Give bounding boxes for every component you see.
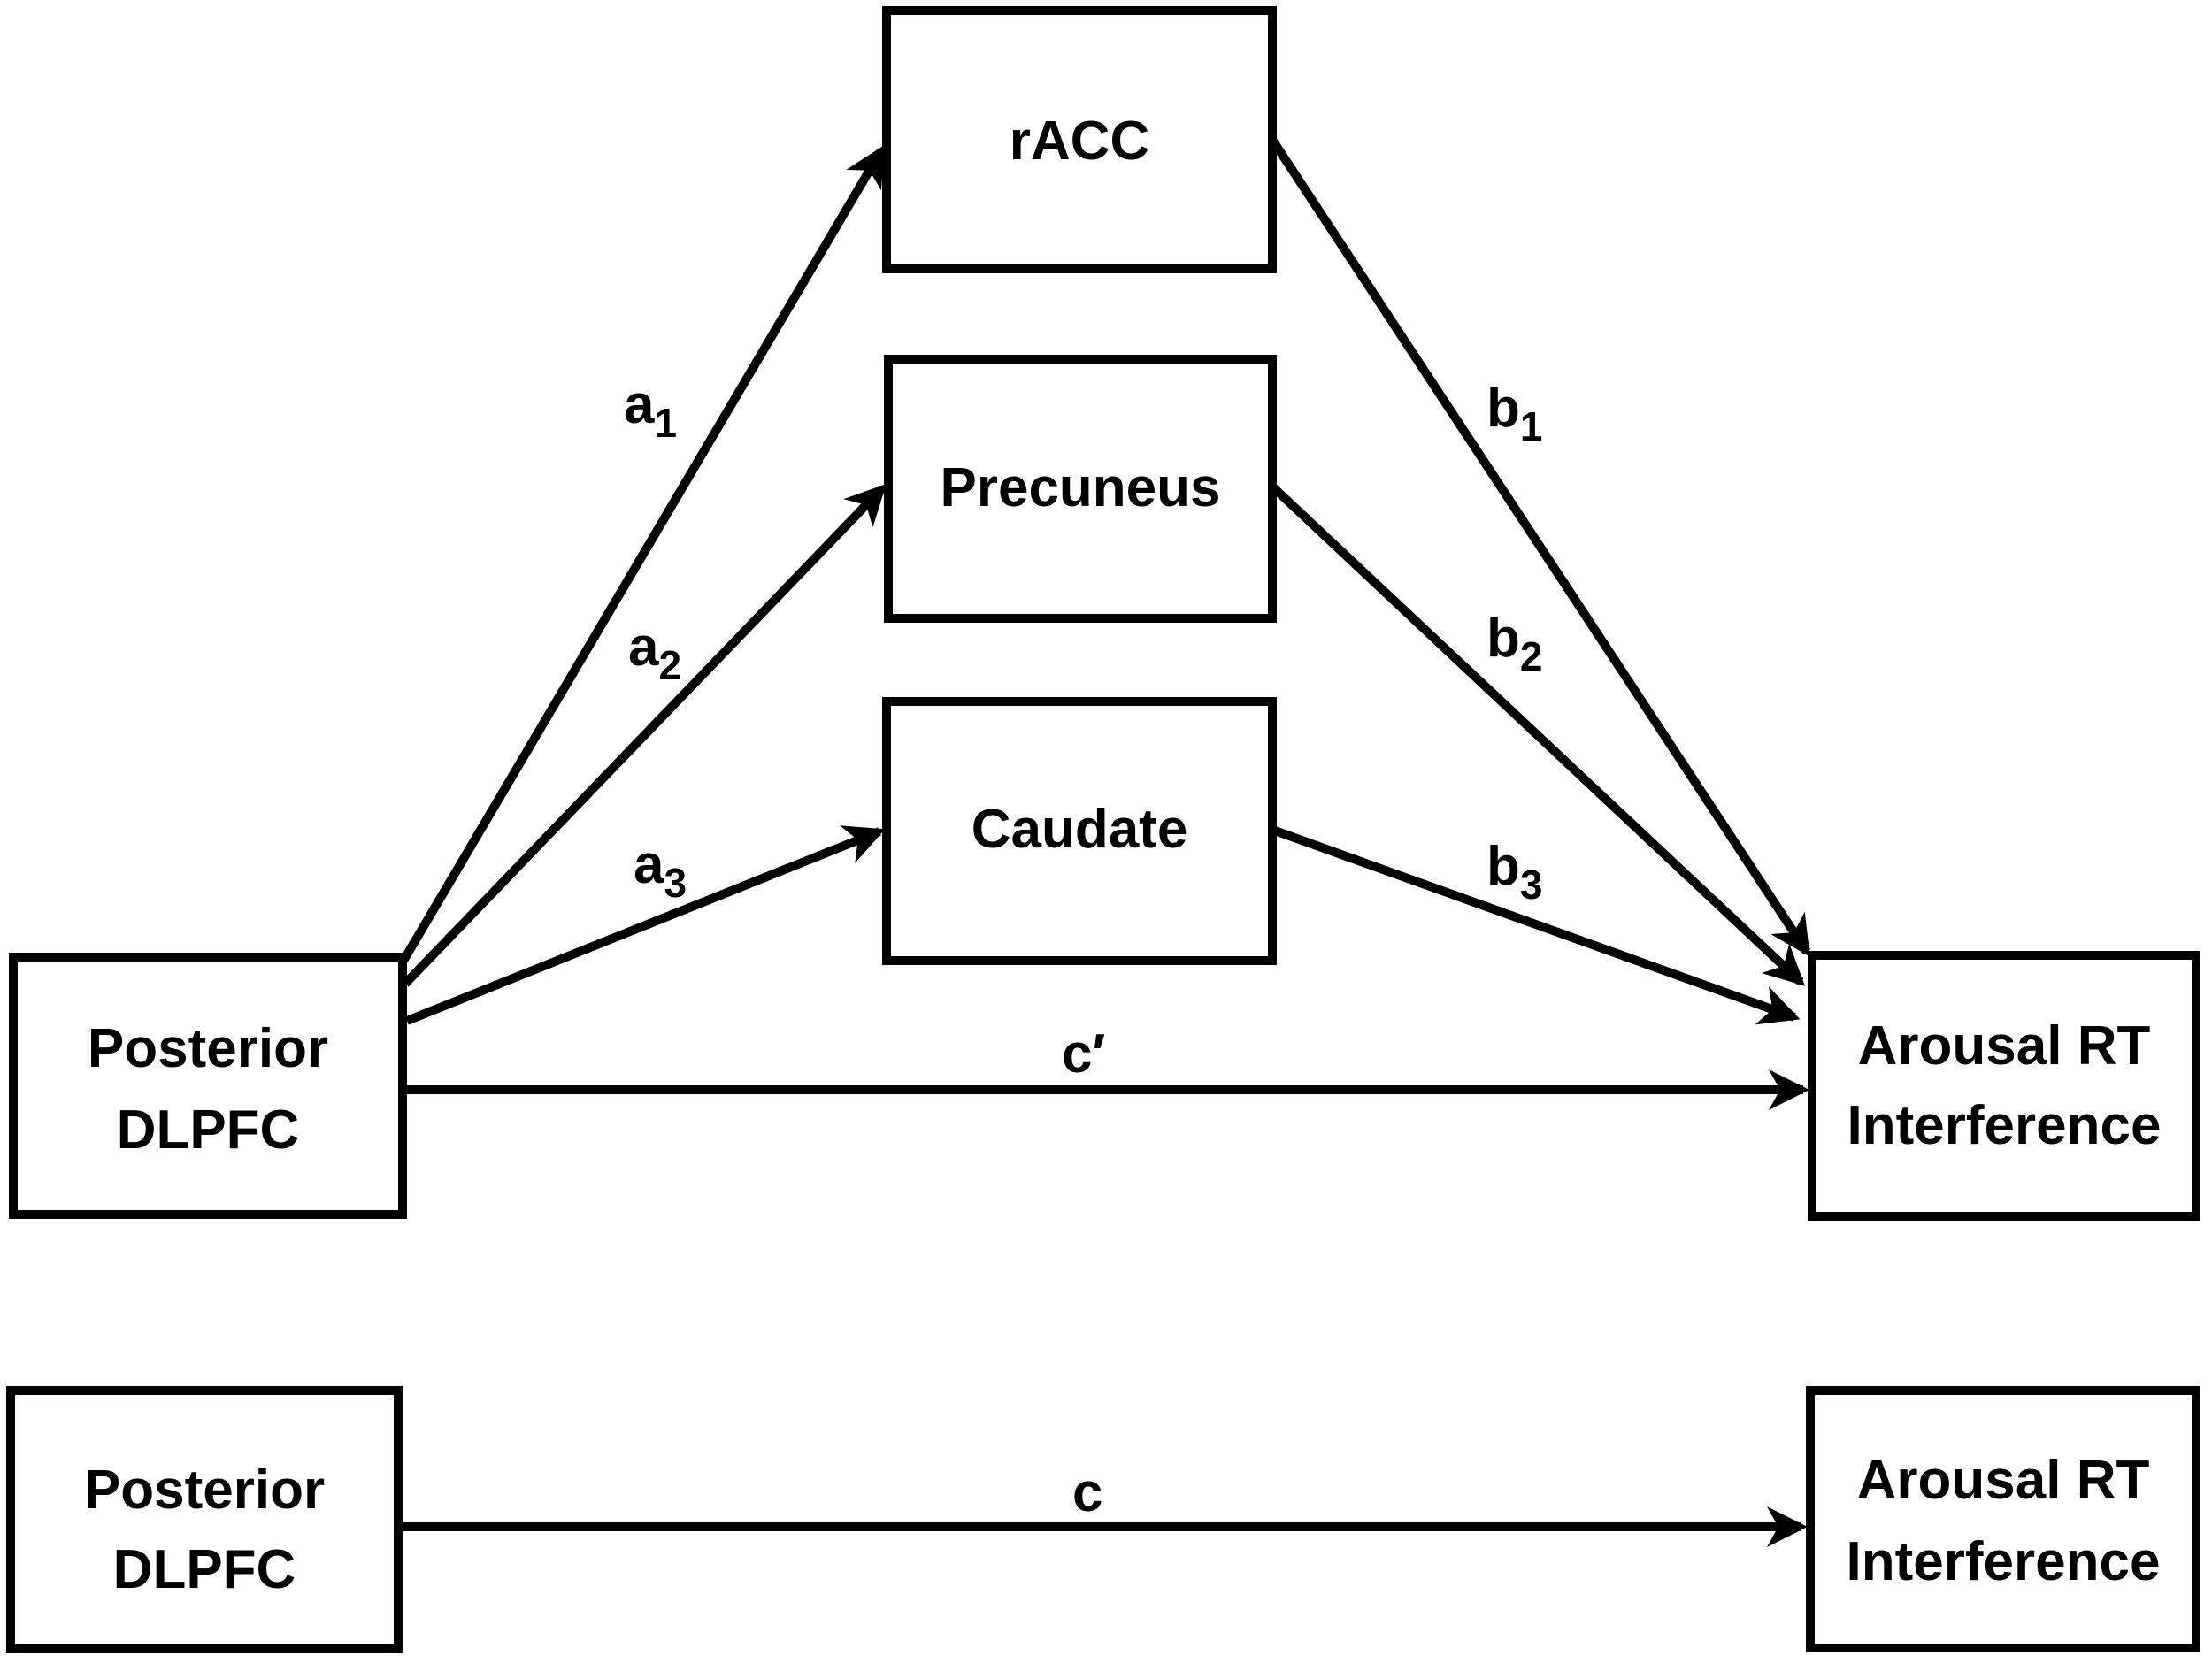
node-racc-box xyxy=(882,6,1277,273)
path-a3-label-sub: 3 xyxy=(664,860,687,906)
node-arousal-rt-bottom: Arousal RT Interference xyxy=(1806,1386,2200,1652)
node-arousal-rt-top-box xyxy=(1808,951,2200,1221)
node-posterior-dlpfc-bottom: Posterior DLPFC xyxy=(6,1386,403,1653)
top-mediation-model: Posterior DLPFC rACC Precuneus Caudate A… xyxy=(9,6,2200,1221)
path-b1-label: b1 xyxy=(1486,378,1542,449)
path-b1-label-sub: 1 xyxy=(1520,403,1543,449)
node-arousal-rt-bottom-label-line1: Arousal RT xyxy=(1857,1450,2150,1511)
path-a2-label: a2 xyxy=(628,617,681,688)
path-b2-label-sub: 2 xyxy=(1520,633,1543,679)
bottom-total-effect-model: Posterior DLPFC Arousal RT Interference … xyxy=(6,1386,2200,1653)
node-posterior-dlpfc-top-label-line1: Posterior xyxy=(88,1018,328,1079)
node-arousal-rt-top: Arousal RT Interference xyxy=(1808,951,2200,1221)
node-arousal-rt-top-label-line2: Interference xyxy=(1847,1095,2162,1156)
node-posterior-dlpfc-bottom-box xyxy=(6,1386,403,1653)
node-racc-label: rACC xyxy=(1010,111,1149,172)
node-posterior-dlpfc-top-label-line2: DLPFC xyxy=(117,1100,300,1161)
node-caudate-box xyxy=(882,697,1277,965)
path-c-label: c xyxy=(1072,1462,1102,1523)
path-b2-label-base: b xyxy=(1486,608,1520,669)
node-posterior-dlpfc-bottom-label-line2: DLPFC xyxy=(113,1539,296,1600)
path-a1-label: a1 xyxy=(624,374,677,446)
node-racc: rACC xyxy=(882,6,1277,273)
path-c-prime-label: c′ xyxy=(1062,1023,1105,1084)
path-a1-label-base: a xyxy=(624,374,655,435)
node-arousal-rt-top-label-line1: Arousal RT xyxy=(1858,1015,2151,1077)
node-precuneus-box xyxy=(884,355,1277,623)
path-a2-label-sub: 2 xyxy=(658,642,681,688)
path-b3-label-base: b xyxy=(1486,836,1520,897)
path-a1-label-sub: 1 xyxy=(654,400,677,446)
node-posterior-dlpfc-bottom-label-line1: Posterior xyxy=(84,1460,325,1521)
path-b1-arrow xyxy=(1268,137,1811,957)
node-posterior-dlpfc-top: Posterior DLPFC xyxy=(9,953,407,1219)
node-precuneus-label: Precuneus xyxy=(940,457,1220,518)
path-a3-label: a3 xyxy=(634,834,687,906)
node-caudate: Caudate xyxy=(882,697,1277,965)
node-arousal-rt-bottom-box xyxy=(1806,1386,2200,1652)
path-a2-label-base: a xyxy=(628,617,659,678)
path-a1-arrow xyxy=(399,145,886,963)
node-precuneus: Precuneus xyxy=(884,355,1277,623)
node-caudate-label: Caudate xyxy=(972,799,1188,860)
node-arousal-rt-bottom-label-line2: Interference xyxy=(1847,1531,2161,1592)
path-b3-arrow xyxy=(1271,825,1801,1025)
path-a2-arrow xyxy=(402,484,887,987)
path-b2-label: b2 xyxy=(1486,608,1542,679)
path-b2-arrow xyxy=(1269,483,1806,986)
path-a3-arrow xyxy=(405,825,886,1025)
path-b1-label-base: b xyxy=(1486,378,1520,439)
path-b3-label-sub: 3 xyxy=(1520,862,1543,908)
node-posterior-dlpfc-top-box xyxy=(9,953,407,1219)
path-a3-label-base: a xyxy=(634,834,664,895)
path-b3-label: b3 xyxy=(1486,836,1542,908)
